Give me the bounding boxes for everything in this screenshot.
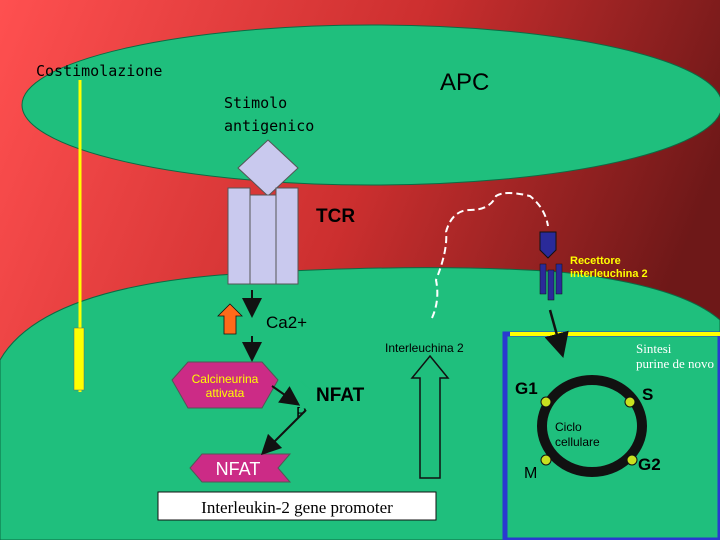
ciclo-ring: [537, 375, 647, 477]
s-label: S: [642, 385, 653, 404]
costimolazione-label: Costimolazione: [36, 62, 162, 80]
phase-dot-g2: [626, 454, 638, 466]
tcr-complex: [227, 187, 299, 285]
recettore-label-line2: interleuchina 2: [570, 268, 648, 280]
ca-orange-arrow: [217, 303, 243, 335]
calcineurina-shape: [171, 361, 279, 409]
stimolo-label-line2: antigenico: [224, 117, 314, 135]
il2-receptor: [539, 231, 563, 301]
tcr-label: TCR: [316, 206, 355, 227]
nfat-lower-label: NFAT: [216, 459, 261, 479]
calcineurina-label-line2: attivata: [206, 386, 245, 400]
promoter-label: Interleukin-2 gene promoter: [201, 498, 393, 517]
nfat-lower-shape: [189, 453, 292, 483]
g1-label: G1: [515, 379, 538, 398]
nfat-down-arrow: [260, 409, 307, 456]
ciclo-label-line1: Ciclo: [555, 420, 582, 434]
receptor-to-ciclo-arrow: [544, 309, 569, 359]
phase-dot-g1: [540, 396, 552, 408]
costimolazione-anchor: [73, 327, 85, 391]
il2-secretion-path: [431, 192, 549, 319]
phase-dot-s: [624, 396, 636, 408]
promoter-box: [157, 491, 437, 521]
ca2-label: Ca2+: [266, 313, 307, 332]
recettore-label-line1: Recettore: [570, 255, 621, 267]
apc-label: APC: [440, 69, 489, 96]
m-label: M: [524, 465, 537, 482]
apc-cell: [21, 24, 720, 186]
sintesi-label-line2: purine de novo: [636, 356, 714, 371]
calcineurina-to-p-arrow: [271, 385, 301, 406]
sintesi-label-line1: Sintesi: [636, 341, 672, 356]
stimolo-label-line1: Stimolo: [224, 94, 287, 112]
nfat-upper-label: NFAT: [316, 385, 365, 406]
interleuchina2-label: Interleuchina 2: [385, 341, 464, 355]
nfat-upper-shape: [298, 379, 383, 409]
calcineurina-label-line1: Calcineurina: [192, 372, 259, 386]
g2-label: G2: [638, 455, 661, 474]
ciclo-label-line2: cellulare: [555, 435, 600, 449]
il2-up-arrow: [410, 354, 450, 479]
phase-dot-m: [540, 454, 552, 466]
